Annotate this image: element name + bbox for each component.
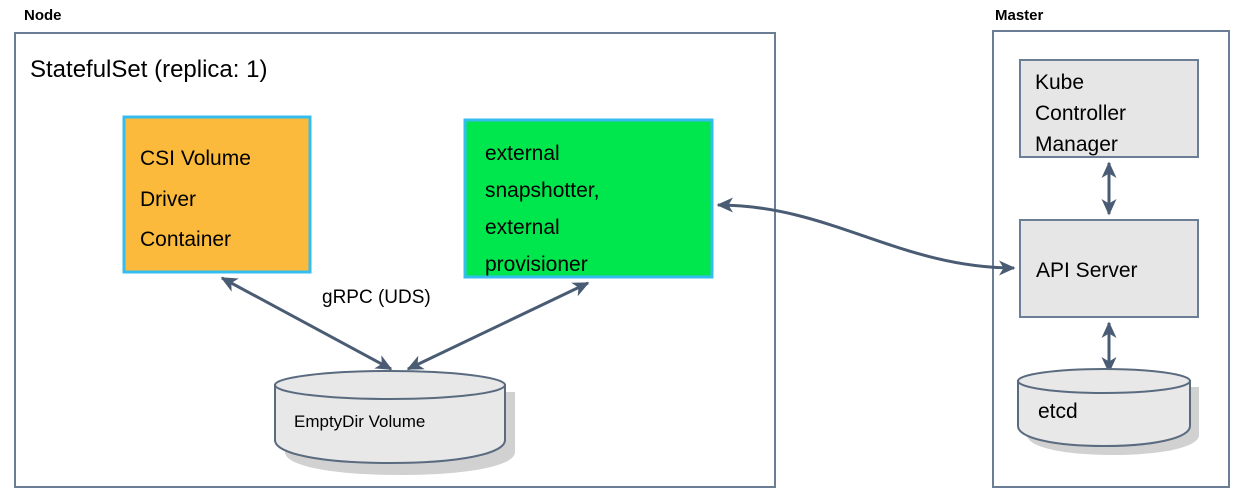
edge-line-csi-emptydir [220,276,393,371]
node-kube-controller-manager[interactable]: Kube Controller Manager [1019,59,1199,158]
node-etcd[interactable]: etcd [1017,368,1199,455]
csi-driver-label-line2: Driver [140,188,196,211]
edge-csi-to-emptydir: gRPC (UDS) [220,276,431,371]
edge-label-grpc-uds: gRPC (UDS) [322,287,431,308]
etcd-cylinder-top[interactable] [1017,368,1191,394]
csi-driver-label-line1: CSI Volume [140,147,251,170]
external-sidecars-label-line2: snapshotter, [485,179,599,202]
kcm-label-line1: Kube [1035,71,1084,94]
external-sidecars-label-line1: external [485,142,560,165]
emptydir-cylinder-body[interactable] [274,384,506,465]
zone-label-node: Node [24,7,62,24]
emptydir-label: EmptyDir Volume [294,412,425,431]
zone-label-master: Master [995,7,1044,24]
emptydir-cylinder-top[interactable] [274,370,506,400]
api-server-label: API Server [1036,259,1138,282]
external-sidecars-label-line4: provisioner [485,253,588,276]
external-sidecars-box[interactable] [463,118,714,279]
node-external-sidecars[interactable]: external snapshotter, external provision… [463,118,714,279]
edge-sidecars-to-apiserver [716,197,1016,276]
external-sidecars-label-line3: external [485,216,560,239]
kube-controller-manager-box[interactable] [1019,59,1199,158]
node-api-server[interactable]: API Server [1019,219,1199,318]
node-csi-volume-driver-container[interactable]: CSI Volume Driver Container [122,115,312,274]
edge-line-sidecars-apiserver [716,197,1016,276]
etcd-cylinder-body[interactable] [1017,380,1191,448]
kcm-label-line2: Controller [1035,102,1126,125]
edge-line-sidecars-emptydir [406,281,590,371]
csi-driver-box[interactable] [122,115,312,274]
statefulset-title: StatefulSet (replica: 1) [30,56,267,83]
node-emptydir-volume[interactable]: EmptyDir Volume [274,370,515,475]
etcd-label: etcd [1038,400,1078,423]
csi-driver-label-line3: Container [140,228,231,251]
edge-sidecars-to-emptydir [406,281,590,371]
api-server-box[interactable] [1019,219,1199,318]
kcm-label-line3: Manager [1035,133,1118,156]
